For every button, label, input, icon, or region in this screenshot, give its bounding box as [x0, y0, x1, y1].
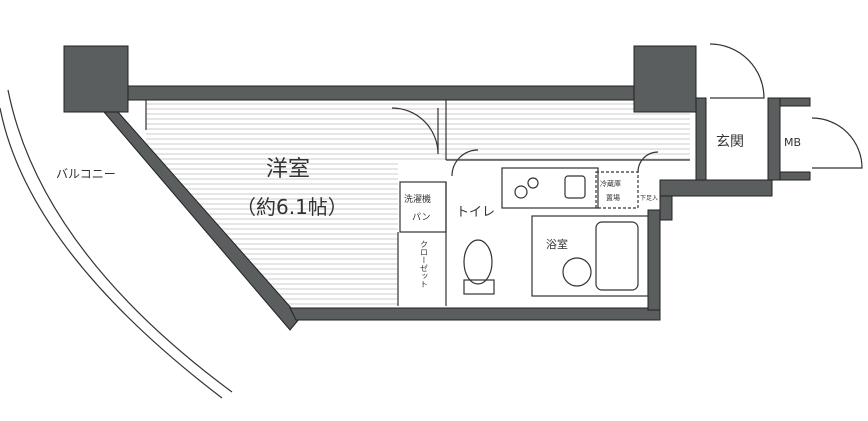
fridge-space-label-2: 置場 [606, 193, 620, 202]
meter-box-label: MB [784, 136, 801, 149]
walls [63, 45, 811, 331]
bathroom-label: 浴室 [546, 237, 568, 251]
washer-pan-label-2: パン [412, 212, 430, 223]
fridge-space-label: 冷蔵庫 [600, 179, 621, 188]
balcony-label: バルコニー [56, 167, 116, 181]
interior-lines [0, 43, 863, 399]
western-room-size: （約6.1帖） [236, 195, 348, 219]
shoe-cabinet-label: 下足入 [640, 195, 658, 202]
entrance-label: 玄関 [716, 133, 744, 150]
western-room-label: 洋室 [266, 157, 310, 182]
room-floor-hatching [146, 103, 690, 305]
toilet-label: トイレ [456, 205, 495, 220]
closet-label: クローゼット [420, 240, 429, 288]
washer-pan-label: 洗濯機 [404, 193, 431, 205]
